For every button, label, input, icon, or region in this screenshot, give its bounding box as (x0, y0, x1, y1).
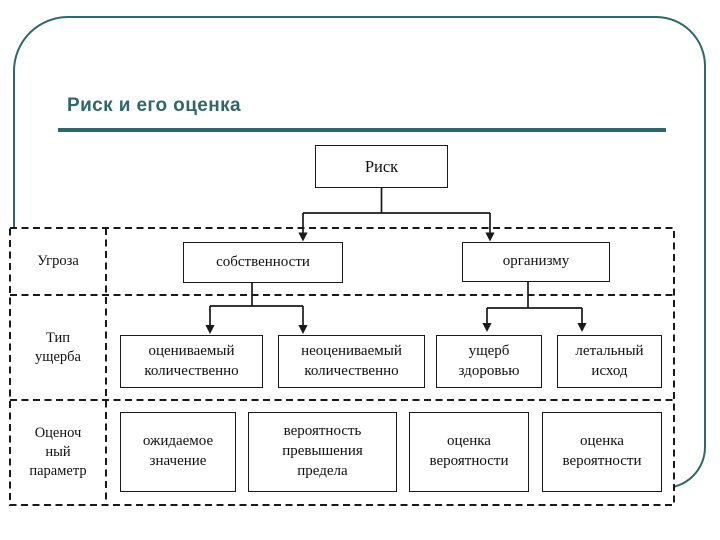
risk-root-box: Риск (315, 145, 448, 188)
arrow-into-lethal (577, 323, 587, 332)
arrow-into-nonquantifiable (298, 325, 308, 334)
connector-property-to-damage (209, 283, 304, 326)
damage-quantifiable-box: оцениваемый количественно (120, 335, 263, 388)
param-probability-estimate-box-1: оценка вероятности (409, 412, 529, 492)
param-probability-estimate-box-2: оценка вероятности (542, 412, 662, 492)
arrow-into-organism (485, 232, 495, 242)
param-expected-value-box: ожидаемое значение (120, 412, 236, 492)
arrow-into-quantifiable (205, 325, 215, 334)
arrow-into-property (298, 232, 308, 242)
damage-lethal-box: летальный исход (557, 335, 662, 388)
row-label-threat: Угроза (37, 253, 79, 270)
title-underline (58, 128, 666, 132)
damage-health-box: ущерб здоровью (436, 335, 542, 388)
param-limit-exceed-probability-box: вероятность превышения предела (248, 412, 397, 492)
row-label-eval-param: Оценоч ный параметр (29, 425, 87, 479)
arrow-into-health-damage (482, 323, 492, 332)
arrowheads (205, 232, 587, 334)
damage-nonquantifiable-box: неоцениваемый количественно (278, 335, 425, 388)
row-label-damage-type: Тип ущерба (35, 329, 81, 365)
threat-property-box: собственности (183, 242, 343, 283)
threat-organism-box: организму (462, 242, 610, 282)
connector-lines (209, 188, 583, 326)
connector-organism-to-damage (486, 282, 583, 324)
slide-title: Риск и его оценка (67, 95, 241, 116)
connector-risk-to-threats (302, 188, 491, 234)
